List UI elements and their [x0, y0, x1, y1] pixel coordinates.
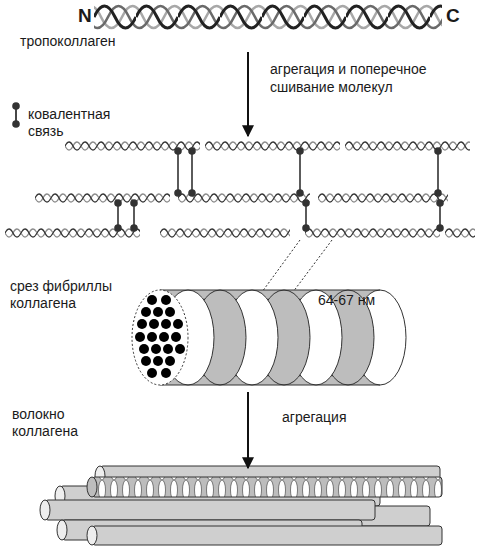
molecule	[305, 228, 440, 238]
molecule	[178, 193, 310, 203]
process-arrow	[247, 52, 249, 136]
tropocollagen-molecule: N Cтропоколлаген	[0, 0, 481, 52]
structure-name: срез фибриллы коллагена	[10, 278, 128, 312]
collagen-fiber: волокно коллагена	[40, 468, 450, 546]
legend-swatch	[10, 100, 24, 130]
terminus-label: N	[78, 6, 98, 26]
arrow-label: агрегация и поперечное сшивание молекул	[270, 60, 465, 96]
structure-name: волокно коллагена	[12, 406, 107, 440]
molecule	[205, 141, 340, 151]
cross-section-dots	[135, 295, 185, 378]
terminus-label: C	[446, 6, 466, 26]
triple-helix	[94, 4, 442, 30]
molecule	[345, 141, 470, 151]
collagen-fibril: срез фибриллы коллагена	[0, 136, 481, 392]
dimension-label: 64-67 нм	[318, 291, 398, 309]
crosslinked-array	[5, 141, 475, 238]
crosslinks	[115, 148, 443, 231]
molecule	[35, 193, 170, 203]
structure-name: тропоколлаген	[20, 33, 170, 50]
helix-strands	[94, 4, 442, 30]
arrow-label: агрегация	[282, 408, 402, 426]
molecule	[160, 228, 290, 238]
process-arrow	[247, 392, 249, 468]
molecule	[318, 193, 448, 203]
molecule	[445, 228, 475, 238]
legend-text: ковалентная связь	[28, 106, 128, 140]
fiber-bundle	[40, 466, 442, 545]
fibril-cylinder	[132, 290, 406, 385]
